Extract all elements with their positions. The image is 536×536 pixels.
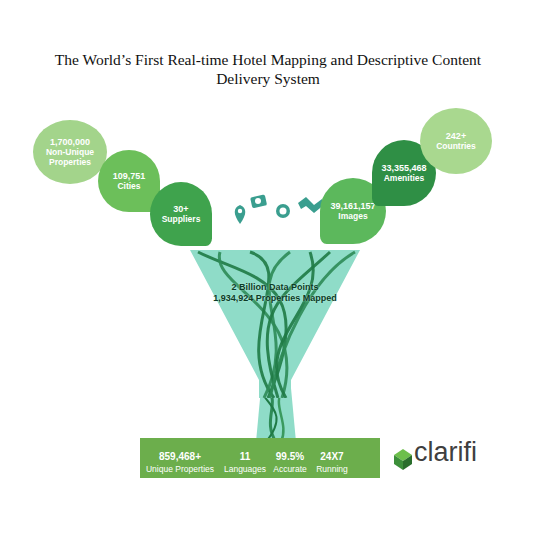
stat-number: 39,161,157 xyxy=(330,201,375,211)
stat-caption: Suppliers xyxy=(162,214,201,224)
input-icons xyxy=(235,194,325,224)
funnel-swirl xyxy=(270,252,355,398)
funnel-text: 2 Billion Data Points xyxy=(190,282,360,293)
stat-number: 30+ xyxy=(173,204,188,214)
stat-bubble: 1,700,000Non-Unique Properties xyxy=(33,120,107,184)
camera-lens xyxy=(255,198,261,204)
stat-caption: Cities xyxy=(117,181,140,191)
funnel-body xyxy=(190,250,360,398)
lifebuoy-icon xyxy=(276,204,290,218)
funnel-swirl xyxy=(267,252,330,398)
stat-number: 24X7 xyxy=(310,451,354,462)
stat-number: 859,468+ xyxy=(138,451,222,462)
pin-icon-dot xyxy=(238,209,242,213)
stat-bubble: 30+Suppliers xyxy=(150,182,212,246)
stats-bar: 859,468+ Unique Properties 11Languages 99.5… xyxy=(140,438,380,478)
stat-caption: Accurate xyxy=(268,464,312,475)
stat-caption: Running xyxy=(310,464,354,475)
stat-number: 242+ xyxy=(446,131,466,141)
stat-caption: Amenities xyxy=(384,173,425,183)
stat-caption: Non-Unique Properties xyxy=(37,147,103,167)
brand-logo-text: clarifi xyxy=(414,437,477,468)
stat-number: 11 xyxy=(220,451,270,462)
stat-caption: Countries xyxy=(436,141,476,151)
logo-mark xyxy=(394,449,412,470)
pin-icon xyxy=(235,205,246,224)
stem-swirl xyxy=(263,395,277,442)
stat-number: 33,355,468 xyxy=(381,163,426,173)
diagram-title: The World’s First Real-time Hotel Mappin… xyxy=(28,50,508,88)
stat-caption: Unique Properties xyxy=(138,464,222,475)
funnel-shape: 2 Billion Data Points1,934,924 Propertie… xyxy=(190,248,360,398)
stat-bubble: 242+Countries xyxy=(420,108,492,174)
stat-caption: Languages xyxy=(220,464,270,475)
logo-face xyxy=(403,455,412,470)
stat-caption: Images xyxy=(338,211,367,221)
camera-icon xyxy=(250,194,267,208)
stat-number: 109,751 xyxy=(113,171,146,181)
lifebuoy-hole xyxy=(280,208,287,215)
stat-number: 1,700,000 xyxy=(50,137,90,147)
funnel-swirl xyxy=(277,252,314,398)
logo-face xyxy=(394,455,403,470)
stat-number: 99.5% xyxy=(268,451,312,462)
funnel-text: 1,934,924 Properties Mapped xyxy=(190,293,360,304)
funnel-outline xyxy=(190,248,360,398)
